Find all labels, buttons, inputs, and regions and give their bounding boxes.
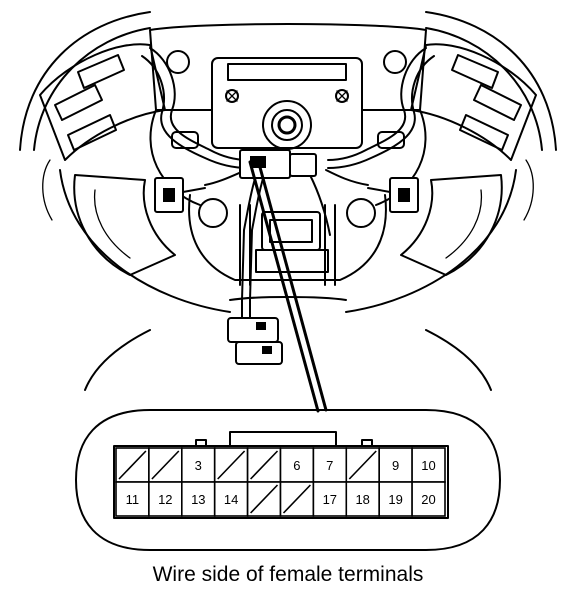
terminal-cell	[148, 481, 183, 517]
terminal-number: 6	[293, 458, 300, 473]
terminal-number: 18	[355, 492, 369, 507]
terminal-cell	[378, 481, 413, 517]
unused-terminal-mark	[282, 484, 311, 514]
steering-wheel-rim	[19, 11, 557, 391]
leader-line	[248, 158, 328, 413]
left-side-connector	[154, 177, 206, 213]
right-spoke-switches	[410, 43, 537, 221]
terminal-cell	[279, 447, 315, 483]
terminal-cell	[312, 481, 348, 517]
unused-terminal-mark	[151, 450, 180, 480]
terminal-number: 10	[421, 458, 435, 473]
terminal-number: 12	[158, 492, 172, 507]
terminal-cell	[181, 481, 216, 517]
terminal-number: 3	[195, 458, 202, 473]
terminal-number: 11	[126, 492, 140, 507]
terminal-cell	[411, 447, 446, 483]
terminal-grid: 3 6 7 9 10 11 12 13 14 17 18 19 20	[115, 447, 446, 517]
left-spoke-switches	[39, 43, 166, 221]
lower-side-pads	[73, 174, 503, 276]
terminal-cell	[345, 481, 380, 517]
terminal-cell	[411, 481, 446, 517]
terminal-number: 17	[323, 492, 337, 507]
terminal-number: 14	[224, 492, 238, 507]
terminal-number: 7	[326, 458, 333, 473]
unused-terminal-mark	[250, 450, 279, 480]
lower-plug-connector	[227, 299, 283, 365]
unused-terminal-mark	[217, 450, 246, 480]
terminal-number: 20	[421, 492, 435, 507]
unused-terminal-mark	[348, 450, 377, 480]
terminal-number: 19	[388, 492, 402, 507]
unused-terminal-mark	[250, 484, 279, 514]
column-assembly	[188, 194, 387, 301]
terminal-cell	[378, 447, 413, 483]
central-harness-connector	[239, 149, 317, 179]
right-side-connector	[367, 177, 419, 213]
unused-terminal-mark	[118, 450, 147, 480]
diagram-caption: Wire side of female terminals	[152, 563, 424, 586]
central-hub	[149, 23, 427, 206]
connector-detail: 3 6 7 9 10 11 12 13 14 17 18 19 20	[75, 409, 501, 551]
terminal-cell	[181, 447, 216, 483]
terminal-number: 13	[191, 492, 205, 507]
terminal-number: 9	[392, 458, 399, 473]
